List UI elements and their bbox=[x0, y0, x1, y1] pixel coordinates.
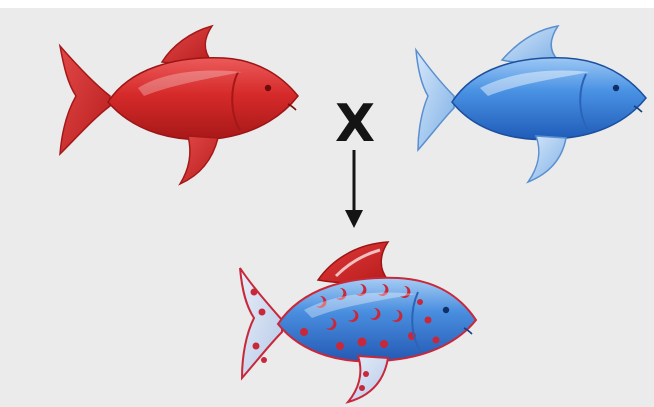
hybrid-spotted-fish-icon bbox=[232, 236, 478, 406]
down-arrow-icon bbox=[342, 148, 366, 230]
top-border bbox=[0, 0, 654, 8]
red-fish-icon bbox=[52, 22, 302, 190]
cross-symbol: X bbox=[330, 96, 380, 152]
blue-fish-icon bbox=[410, 24, 650, 186]
